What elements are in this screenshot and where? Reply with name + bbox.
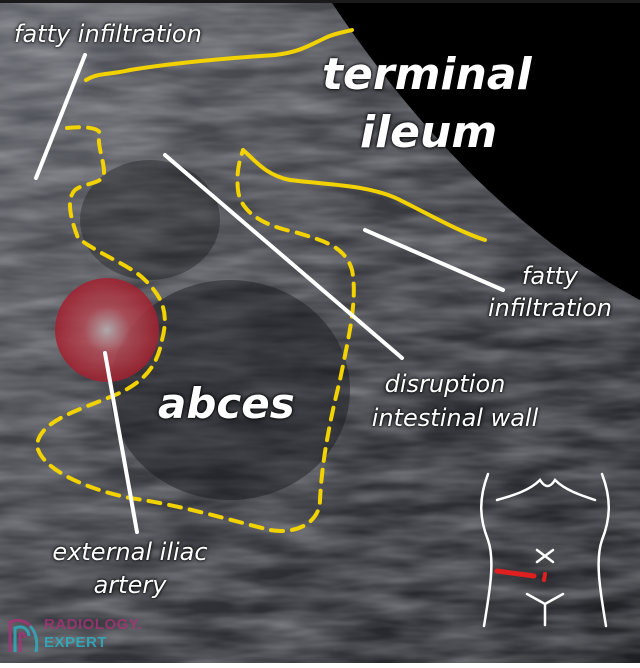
label-external-iliac-1: external iliac — [52, 538, 208, 566]
pelvis-y-icon — [525, 592, 565, 627]
abscess-outline — [34, 125, 356, 533]
chest-outline — [495, 478, 597, 502]
label-ileum: ileum — [360, 107, 498, 158]
pointer-disruption — [163, 153, 404, 360]
label-disruption-2: intestinal wall — [371, 404, 539, 432]
label-abces: abces — [158, 379, 295, 428]
label-external-iliac-2: artery — [93, 571, 167, 599]
label-fatty-infiltration-right-2: infiltration — [487, 294, 612, 322]
torso-right-outline — [597, 472, 610, 628]
ileum-wall-right-line — [241, 148, 487, 242]
torso-left-outline — [480, 472, 493, 628]
pointer-fatty-right — [363, 228, 505, 292]
ileum-wall-top-line — [84, 28, 354, 82]
pointer-fatty-top — [34, 53, 87, 180]
body-position-diagram — [480, 472, 610, 628]
label-disruption-1: disruption — [384, 370, 506, 398]
navel-x-icon — [535, 548, 555, 564]
logo-text-radiology: RADIOLOGY. — [44, 616, 143, 633]
logo-mark-icon — [8, 619, 39, 653]
logo-text-expert: EXPERT — [44, 634, 108, 651]
label-fatty-infiltration-right-1: fatty — [521, 262, 579, 290]
label-terminal: terminal — [322, 49, 532, 100]
radiology-expert-logo: RADIOLOGY. EXPERT — [6, 612, 146, 656]
pointer-artery — [103, 351, 139, 534]
label-fatty-infiltration-top: fatty infiltration — [14, 20, 202, 48]
external-iliac-artery-marker — [55, 278, 159, 382]
probe-position-marker — [494, 568, 537, 579]
